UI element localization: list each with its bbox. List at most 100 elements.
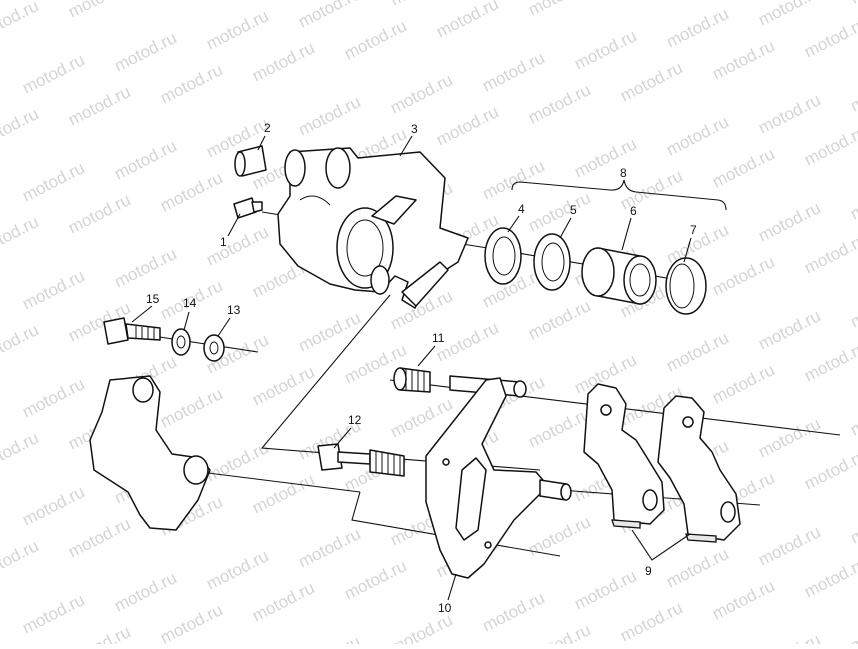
watermark-text: motod.ru — [19, 50, 87, 97]
watermark-text: motod.ru — [479, 156, 547, 203]
watermark-text: motod.ru — [0, 536, 42, 583]
watermark-text: motod.ru — [387, 70, 455, 117]
watermark-text: motod.ru — [65, 0, 133, 22]
watermark-text: motod.ru — [847, 392, 858, 439]
watermark-text: motod.ru — [617, 598, 685, 644]
watermark-text: motod.ru — [0, 104, 42, 151]
watermark-text: motod.ru — [295, 92, 363, 139]
watermark-text: motod.ru — [617, 58, 685, 105]
part-slide-pin-lower — [317, 443, 405, 477]
watermark-text: motod.ru — [479, 588, 547, 635]
watermark-text: motod.ru — [0, 212, 42, 259]
callout-12: 12 — [348, 413, 362, 427]
watermark-text: motod.ru — [525, 404, 593, 451]
watermark-text: motod.ru — [755, 522, 823, 569]
watermark-text: motod.ru — [801, 338, 858, 385]
watermark-text: motod.ru — [111, 568, 179, 615]
part-piston — [581, 247, 657, 305]
callout-3: 3 — [411, 122, 418, 136]
part-lock-washer — [171, 328, 191, 356]
watermark-text: motod.ru — [571, 26, 639, 73]
watermark-text: motod.ru — [847, 500, 858, 547]
callout-leaders — [131, 135, 692, 601]
callout-2: 2 — [264, 121, 271, 135]
part-bolt — [103, 317, 161, 345]
watermark-text: motod.ru — [19, 374, 87, 421]
watermark-text: motod.ru — [801, 554, 858, 601]
watermark-text: motod.ru — [203, 222, 271, 269]
callout-11: 11 — [432, 331, 445, 345]
part-caliper-body — [277, 147, 469, 309]
part-piston-cap — [665, 257, 707, 315]
watermark-text: motod.ru — [525, 0, 593, 20]
part-seal — [484, 227, 522, 285]
watermark-text: motod.ru — [801, 446, 858, 493]
watermark-text: motod.ru — [19, 158, 87, 205]
watermark-text: motod.ru — [203, 6, 271, 53]
callout-14: 14 — [183, 296, 197, 310]
watermark-text: motod.ru — [663, 544, 731, 591]
watermark-text: motod.ru — [65, 190, 133, 237]
callout-6: 6 — [630, 204, 637, 218]
watermark-text: motod.ru — [801, 230, 858, 277]
watermark-text: motod.ru — [663, 220, 731, 267]
watermark-text: motod.ru — [801, 14, 858, 61]
callout-7: 7 — [690, 223, 697, 237]
part-dust-seal — [533, 233, 571, 291]
watermark-text: motod.ru — [157, 168, 225, 215]
watermark-text: motod.ru — [525, 80, 593, 127]
watermark-text: motod.ru — [0, 320, 42, 367]
watermark-text: motod.ru — [111, 244, 179, 291]
part-slide-pin-upper — [393, 367, 527, 398]
watermark-text: motod.ru — [157, 600, 225, 644]
watermark-text: motod.ru — [663, 112, 731, 159]
watermark-text: motod.ru — [755, 0, 823, 30]
watermark-text: motod.ru — [847, 284, 858, 331]
watermark-text: motod.ru — [479, 48, 547, 95]
watermark-text: motod.ru — [663, 328, 731, 375]
callout-4: 4 — [518, 202, 525, 216]
watermark-text: motod.ru — [157, 384, 225, 431]
watermark-text: motod.ru — [847, 0, 858, 8]
part-support-bracket — [425, 377, 572, 579]
watermark-text: motod.ru — [387, 610, 455, 644]
watermark-text: motod.ru — [249, 362, 317, 409]
watermark-text: motod.ru — [709, 360, 777, 407]
watermark-text: motod.ru — [525, 512, 593, 559]
part-brake-pad-outer — [657, 395, 741, 543]
watermark-text: motod.ru — [65, 514, 133, 561]
watermark-text: motod.ru — [617, 166, 685, 213]
watermark-text: motod.ru — [19, 482, 87, 529]
watermark-text: motod.ru — [571, 134, 639, 181]
watermark-text: motod.ru — [111, 28, 179, 75]
watermark-text: motod.ru — [755, 306, 823, 353]
watermark-text: motod.ru — [755, 90, 823, 137]
callout-15: 15 — [146, 292, 160, 306]
watermark-text: motod.ru — [65, 82, 133, 129]
watermark-text: motod.ru — [525, 620, 593, 644]
part-bleeder-screw — [233, 197, 263, 219]
watermark-text: motod.ru — [801, 122, 858, 169]
watermark-text: motod.ru — [663, 4, 731, 51]
callout-labels: 1 2 3 4 5 6 7 8 9 10 11 12 13 14 15 — [146, 121, 697, 615]
watermark-text: motod.ru — [249, 578, 317, 625]
watermark-text: motod.ru — [525, 188, 593, 235]
watermark-text: motod.ru — [341, 556, 409, 603]
mounting-bracket — [89, 375, 211, 531]
group-bracket-8 — [511, 179, 727, 211]
watermark-text: motod.ru — [847, 608, 858, 644]
watermark-text: motod.ru — [709, 144, 777, 191]
watermark-text: motod.ru — [65, 622, 133, 644]
watermark-text: motod.ru — [295, 632, 363, 644]
watermark-text: motod.ru — [755, 198, 823, 245]
watermark-text: motod.ru — [295, 0, 363, 32]
callout-10: 10 — [438, 601, 452, 615]
watermark-text: motod.ru — [249, 38, 317, 85]
watermark-text: motod.ru — [295, 524, 363, 571]
watermark-text: motod.ru — [249, 470, 317, 517]
watermark-text: motod.ru — [387, 0, 455, 10]
callout-9: 9 — [645, 564, 652, 578]
watermark-text: motod.ru — [203, 438, 271, 485]
